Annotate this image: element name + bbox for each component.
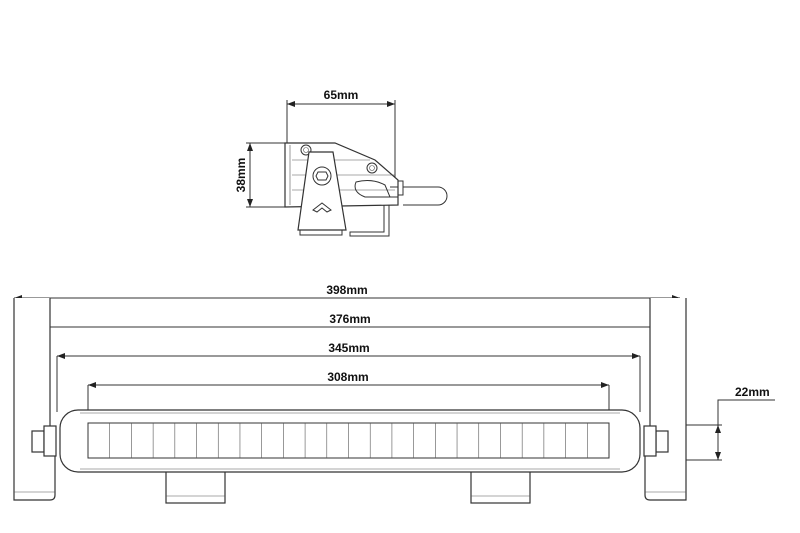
mount-foot-left xyxy=(165,469,226,504)
dim-label-398: 398mm xyxy=(326,283,367,297)
dim-label-308: 308mm xyxy=(327,370,368,384)
mount-foot-right xyxy=(470,469,531,504)
dim-label-345: 345mm xyxy=(328,341,369,355)
left-knob xyxy=(31,430,45,453)
light-bar-housing xyxy=(59,409,641,473)
dim-label-65: 65mm xyxy=(324,88,359,102)
dim-label-38: 38mm xyxy=(234,158,248,193)
side-view: 65mm 38mm xyxy=(234,88,448,237)
dim-label-22: 22mm xyxy=(735,385,770,399)
front-view xyxy=(13,298,687,504)
right-knob xyxy=(655,430,669,453)
dim-label-376: 376mm xyxy=(329,312,370,326)
